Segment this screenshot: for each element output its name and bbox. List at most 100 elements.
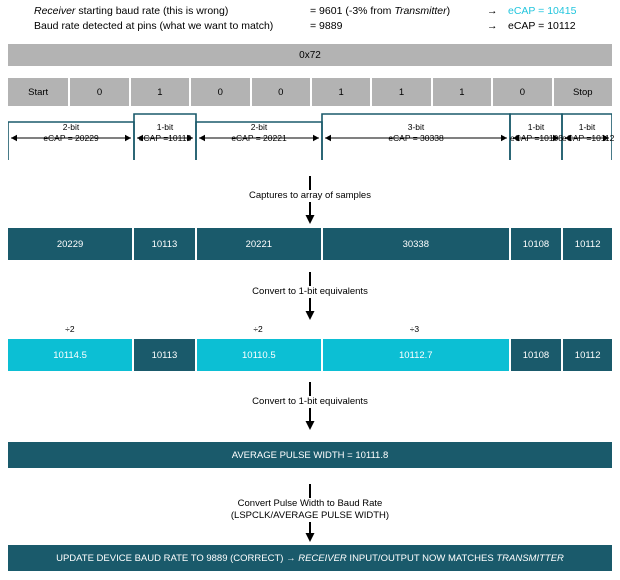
value-cell-label: 20221 <box>245 238 273 250</box>
result-banner: UPDATE DEVICE BAUD RATE TO 9889 (CORRECT… <box>8 545 612 571</box>
value-cell: 20221 <box>196 228 321 260</box>
bit-cell-label: 1 <box>157 86 163 98</box>
measure-arrow-icon <box>125 134 131 142</box>
bit-equivalents-strip: 10114.5 10113 10110.5 10112.7 10108 10112 <box>8 339 612 371</box>
flow-label: Captures to array of samples <box>249 190 371 201</box>
value-cell: 10110.5 <box>196 339 321 371</box>
bit-cell-label: 0 <box>278 86 284 98</box>
waveform-svg <box>8 113 612 160</box>
header-value-post: ) <box>446 5 451 17</box>
segment-bit-count: 2-bit <box>250 122 268 132</box>
arrow-down-icon <box>305 298 315 320</box>
header-value: = 9889 <box>310 20 343 32</box>
segment-ecap-value: eCAP =10113 <box>138 133 192 143</box>
flow-label: Convert to 1-bit equivalents <box>252 286 368 297</box>
header-value-pre: = 9601 (-3% from <box>310 5 395 17</box>
bit-cell-label: Stop <box>572 86 593 98</box>
arrow-down-icon <box>305 202 315 224</box>
result-pre: UPDATE DEVICE BAUD RATE TO 9889 (CORRECT… <box>56 552 299 564</box>
value-cell: 10112 <box>563 228 612 260</box>
divide-factor-row: ÷2 ÷2 ÷3 <box>8 324 612 337</box>
value-cell: 10108 <box>510 339 562 371</box>
value-cell: 10112.7 <box>322 339 509 371</box>
header-row-detected: Baud rate detected at pins (what we want… <box>0 19 620 34</box>
measure-arrow-icon <box>565 134 571 142</box>
bit-cell: Start <box>8 78 69 106</box>
flow-label: Convert to 1-bit equivalents <box>252 396 368 407</box>
header-description: Receiver starting baud rate (this is wro… <box>34 4 228 19</box>
segment-bit-count: 2-bit <box>62 122 80 132</box>
result-text: UPDATE DEVICE BAUD RATE TO 9889 (CORRECT… <box>56 553 564 564</box>
measure-arrow-icon <box>325 134 331 142</box>
value-cell: 10108 <box>510 228 562 260</box>
result-mid: INPUT/OUTPUT NOW MATCHES <box>346 552 497 564</box>
value-cell-label: 10110.5 <box>242 349 276 361</box>
bit-cell: 1 <box>432 78 492 106</box>
flow-convert-2: Convert to 1-bit equivalents <box>0 382 620 430</box>
bit-cell: 1 <box>311 78 371 106</box>
header-description: Baud rate detected at pins (what we want… <box>34 20 274 32</box>
arrow-down-icon <box>305 522 315 542</box>
header-ecap-value: eCAP = 10112 <box>508 20 576 32</box>
bit-cell: 1 <box>130 78 190 106</box>
value-cell-label: 10113 <box>151 238 178 250</box>
bit-cell-label: 0 <box>96 86 103 98</box>
value-cell: 20229 <box>8 228 133 260</box>
value-cell: 10113 <box>134 339 195 371</box>
bit-cell: 0 <box>251 78 310 106</box>
value-cell: 30338 <box>322 228 509 260</box>
value-cell-label: 10112 <box>574 349 601 361</box>
measure-arrow-icon <box>137 134 143 142</box>
bit-cell: 0 <box>493 78 552 106</box>
divide-factor-label: ÷3 <box>409 324 420 334</box>
header-value-emphasis: Transmitter <box>394 5 447 17</box>
segment-ecap-value: eCAP = 20229 <box>43 133 99 143</box>
measure-arrow-icon <box>513 134 519 142</box>
flow-line-icon <box>309 176 311 190</box>
arrow-down-icon <box>305 408 315 430</box>
bit-cell: 0 <box>191 78 250 106</box>
segment-bit-count: 1-bit <box>156 122 174 132</box>
measure-arrow-icon <box>553 134 559 142</box>
bit-cell-label: 1 <box>338 86 344 98</box>
header-value: = 9601 (-3% from Transmitter) <box>310 4 450 19</box>
value-cell-label: 30338 <box>402 238 429 250</box>
header-ecap-value: eCAP = 10415 <box>508 5 577 17</box>
segment-bit-count: 1-bit <box>578 122 596 132</box>
segment-ecap-value: eCAP = 20221 <box>231 133 287 143</box>
divide-factor-label <box>134 324 194 337</box>
value-cell: 10114.5 <box>8 339 133 371</box>
arrow-icon: → <box>487 5 498 17</box>
samples-array-strip: 20229 10113 20221 30338 10108 10112 <box>8 228 612 260</box>
flow-line-icon <box>309 272 311 286</box>
measure-arrow-icon <box>603 134 609 142</box>
measure-arrow-icon <box>187 134 193 142</box>
average-pulse-width-label: AVERAGE PULSE WIDTH = 10111.8 <box>231 449 389 461</box>
header-description-emphasis: Receiver <box>34 5 76 17</box>
segment-ecap-value: eCAP =10108 <box>510 133 564 143</box>
value-cell-label: 10108 <box>522 349 550 361</box>
bit-cell-label: 1 <box>459 86 465 98</box>
divide-factor-label <box>562 324 611 337</box>
measure-arrow-icon <box>501 134 507 142</box>
flow-label-line1: Convert Pulse Width to Baud Rate <box>237 498 383 509</box>
flow-label-line2: (LSPCLK/AVERAGE PULSE WIDTH) <box>230 510 390 521</box>
flow-convert-1: Convert to 1-bit equivalents <box>0 272 620 320</box>
flow-convert-baud: Convert Pulse Width to Baud Rate (LSPCLK… <box>0 484 620 542</box>
value-cell-label: 10108 <box>522 238 550 250</box>
header: Receiver starting baud rate (this is wro… <box>0 0 620 34</box>
measure-arrow-icon <box>11 134 17 142</box>
value-cell-label: 10114.5 <box>53 349 87 361</box>
divide-factor-label: ÷2 <box>253 324 263 334</box>
bit-cell: 1 <box>372 78 431 106</box>
value-cell-label: 10112.7 <box>398 349 433 361</box>
bit-cell: Stop <box>553 78 612 106</box>
measure-arrow-icon <box>313 134 319 142</box>
divide-factor-label: ÷2 <box>65 324 75 334</box>
bit-cell: 0 <box>70 78 129 106</box>
